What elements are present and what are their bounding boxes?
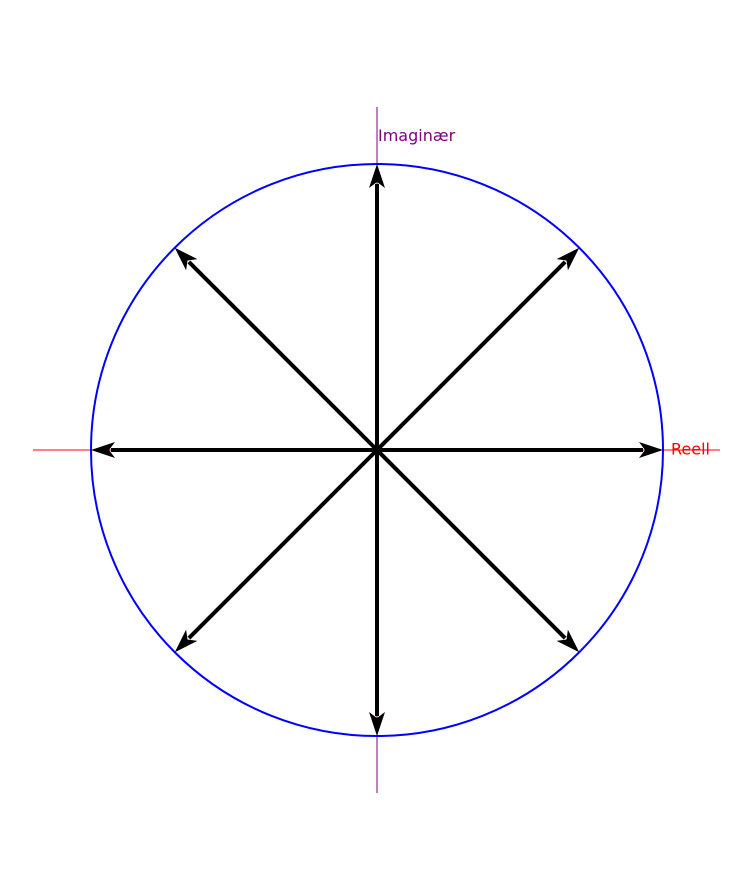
vector-shaft bbox=[375, 260, 567, 452]
imaginary-axis-label: Imaginær bbox=[378, 126, 456, 145]
vector-shaft bbox=[187, 260, 379, 452]
vector-shaft bbox=[375, 448, 567, 640]
vector-90deg bbox=[369, 164, 385, 450]
vectors-group bbox=[91, 164, 663, 736]
vector-315deg bbox=[375, 448, 580, 653]
vector-arrowhead bbox=[174, 629, 198, 653]
real-axis-label: Reell bbox=[671, 440, 710, 459]
vector-135deg bbox=[174, 247, 379, 452]
vector-arrowhead bbox=[174, 247, 198, 271]
vector-0deg bbox=[377, 442, 663, 458]
vector-arrowhead bbox=[556, 629, 580, 653]
vector-arrowhead bbox=[556, 247, 580, 271]
vector-shaft bbox=[187, 448, 379, 640]
vector-arrowhead bbox=[369, 164, 385, 188]
vector-arrowhead bbox=[639, 442, 663, 458]
vector-arrowhead bbox=[369, 712, 385, 736]
vector-45deg bbox=[375, 247, 580, 452]
vector-arrowhead bbox=[91, 442, 115, 458]
vector-225deg bbox=[174, 448, 379, 653]
vector-270deg bbox=[369, 450, 385, 736]
vector-180deg bbox=[91, 442, 377, 458]
